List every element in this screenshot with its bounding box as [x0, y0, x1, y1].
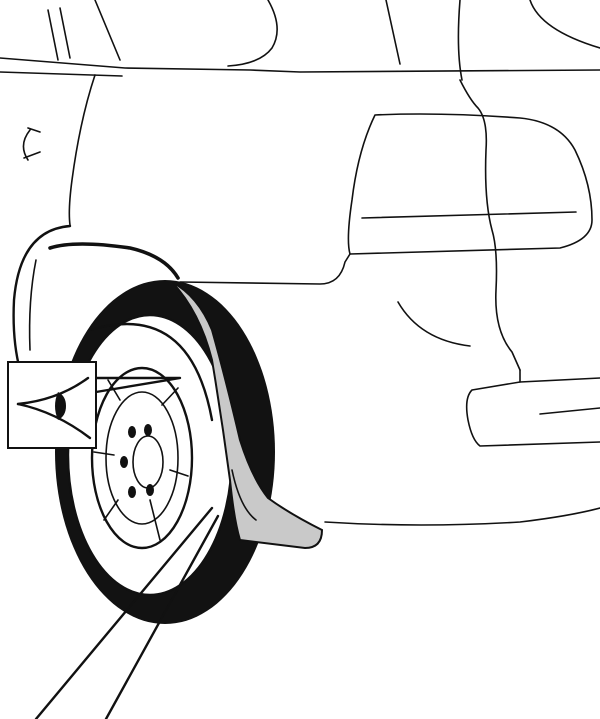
bumper-reflector	[520, 378, 600, 414]
bumper-upper-line	[398, 302, 470, 346]
quarter-panel-contour	[69, 75, 95, 225]
lower-body-line	[325, 508, 600, 525]
body-side-line	[180, 254, 350, 284]
tail-lamp	[348, 114, 592, 254]
fuel-door-outline	[23, 128, 40, 160]
pillar-seam	[460, 80, 520, 370]
belt-line	[0, 58, 600, 72]
belt-line-lower	[0, 72, 122, 76]
